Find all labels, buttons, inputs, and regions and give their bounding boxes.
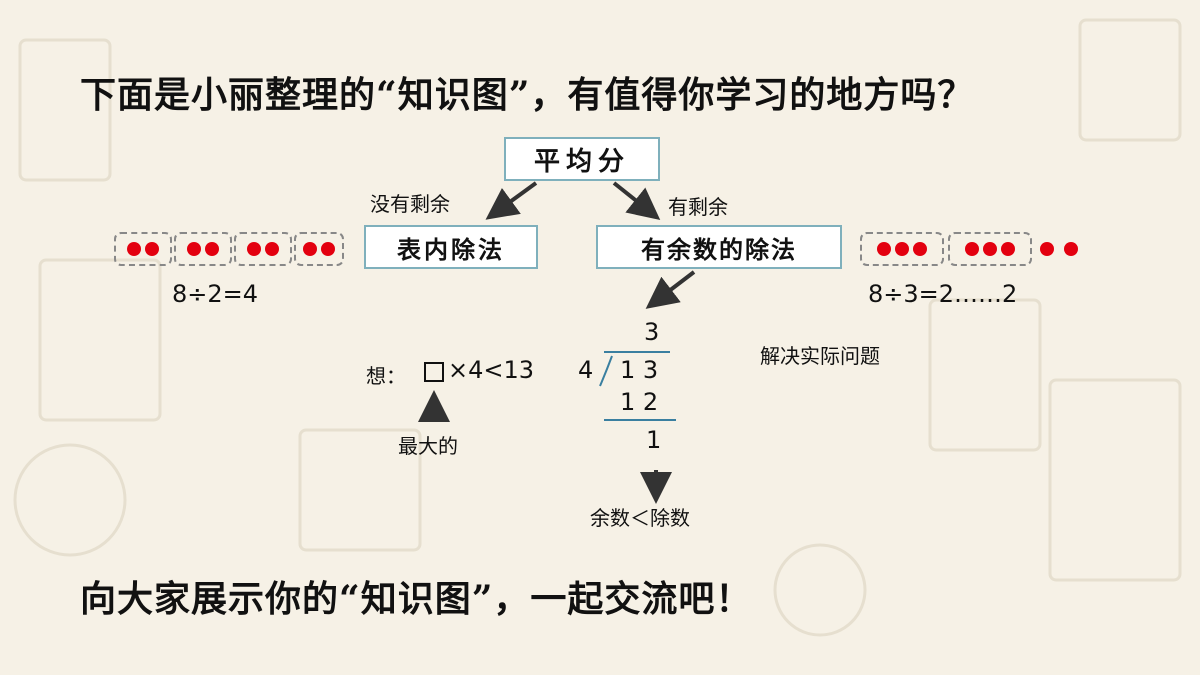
dot-group: [294, 232, 344, 266]
red-dot: [145, 242, 159, 256]
root-box-average-division: 平均分: [504, 137, 660, 181]
arrow-to-division: [645, 270, 696, 309]
left-box-table-division: 表内除法: [364, 225, 538, 269]
think-prefix: 想：: [366, 364, 406, 388]
division-product: 1 2: [620, 388, 659, 416]
red-dot: [265, 242, 279, 256]
division-dividend: 1 3: [620, 356, 659, 384]
dot-group: [860, 232, 944, 266]
arrow-to-right-box: [612, 181, 661, 220]
remainder-rule: 余数＜除数: [590, 506, 690, 530]
branch-label-with-remainder: 有剩余: [668, 195, 728, 219]
red-dot-remainder: [1064, 242, 1078, 256]
red-dot: [205, 242, 219, 256]
dot-group: [948, 232, 1032, 266]
red-dot: [895, 242, 909, 256]
red-dot-remainder: [1040, 242, 1054, 256]
division-quotient: 3: [644, 318, 660, 346]
division-bracket: [599, 355, 613, 387]
branch-label-no-remainder: 没有剩余: [370, 192, 450, 216]
page-title: 下面是小丽整理的“知识图”，有值得你学习的地方吗？: [80, 74, 975, 116]
red-dot: [247, 242, 261, 256]
red-dot: [1001, 242, 1015, 256]
dot-group: [234, 232, 292, 266]
largest-label: 最大的: [398, 434, 458, 458]
dot-group: [174, 232, 232, 266]
left-equation: 8÷2=4: [172, 280, 259, 308]
division-divisor: 4: [578, 356, 594, 384]
red-dot: [965, 242, 979, 256]
arrow-to-left-box: [485, 181, 538, 220]
blank-square: [424, 362, 444, 382]
right-box-division-with-remainder: 有余数的除法: [596, 225, 842, 269]
red-dot: [913, 242, 927, 256]
right-equation: 8÷3=2……2: [868, 280, 1018, 308]
red-dot: [321, 242, 335, 256]
apply-label: 解决实际问题: [760, 344, 880, 368]
red-dot: [187, 242, 201, 256]
dot-group: [114, 232, 172, 266]
red-dot: [877, 242, 891, 256]
red-dot: [303, 242, 317, 256]
division-remainder: 1: [646, 426, 662, 454]
red-dot: [983, 242, 997, 256]
bottom-prompt: 向大家展示你的“知识图”，一起交流吧！: [80, 578, 753, 620]
think-expression: ×4<13: [448, 356, 535, 384]
red-dot: [127, 242, 141, 256]
